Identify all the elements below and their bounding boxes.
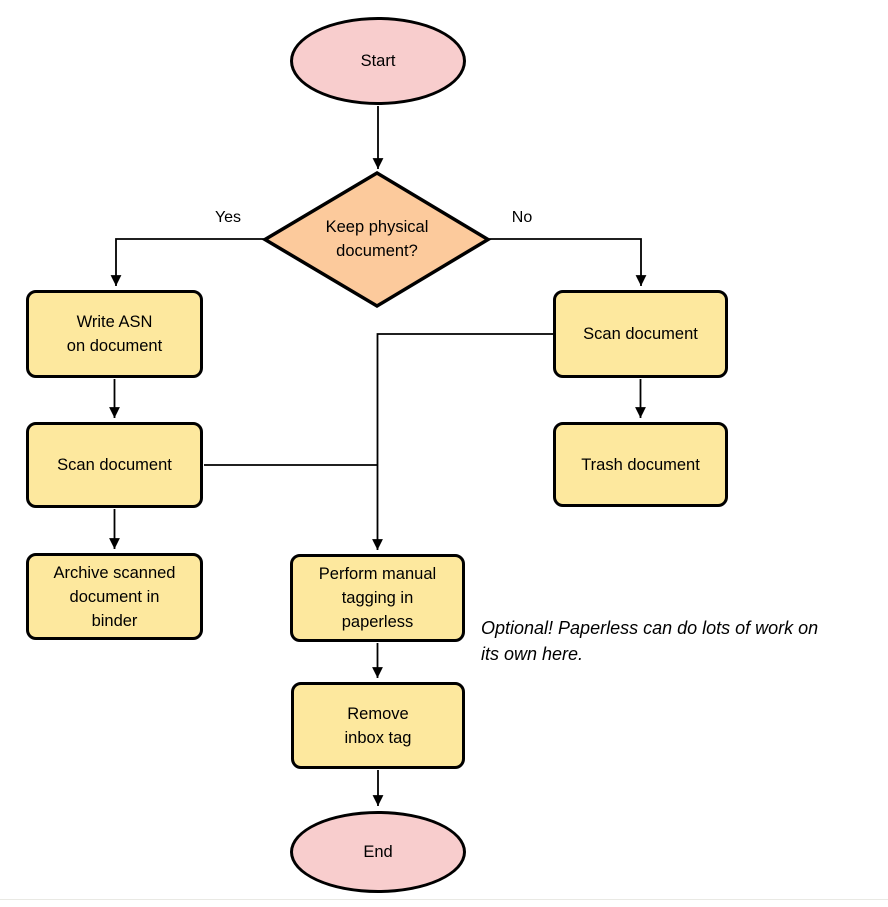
edge-label-no-text: No	[511, 209, 533, 226]
edge-label-no: No	[494, 209, 550, 227]
node-write-asn: Write ASN on document	[26, 290, 203, 378]
node-archive-binder: Archive scanned document in binder	[26, 553, 203, 640]
node-start: Start	[290, 17, 466, 105]
edge-decision-no	[488, 238, 647, 286]
node-trash-document: Trash document	[553, 422, 728, 507]
edge-scanright-to-tagging	[372, 333, 553, 550]
node-archive-binder-label: Archive scanned document in binder	[53, 563, 176, 630]
node-decision-text: Keep physical document?	[325, 218, 429, 260]
edge-label-yes-text: Yes	[214, 209, 242, 226]
node-remove-inbox-tag: Remove inbox tag	[291, 682, 465, 769]
node-manual-tagging-label: Perform manual tagging in paperless	[318, 565, 437, 631]
bottom-divider	[0, 899, 888, 900]
node-end: End	[290, 811, 466, 893]
note-optional: Optional! Paperless can do lots of work …	[481, 589, 888, 667]
edge-label-yes: Yes	[196, 209, 260, 227]
node-write-asn-label: Write ASN on document	[66, 313, 163, 355]
edge-decision-yes	[110, 238, 265, 286]
node-decision-label: Keep physical document?	[277, 199, 477, 279]
node-manual-tagging: Perform manual tagging in paperless	[290, 554, 465, 642]
node-remove-inbox-tag-label: Remove inbox tag	[344, 704, 412, 747]
node-scan-document-right-label: Scan document	[583, 325, 698, 343]
node-scan-document-left-label: Scan document	[57, 456, 172, 474]
note-optional-text: Optional! Paperless can do lots of work …	[481, 618, 819, 664]
node-scan-document-right: Scan document	[553, 290, 728, 378]
node-scan-document-left: Scan document	[26, 422, 203, 508]
node-trash-document-label: Trash document	[581, 455, 700, 474]
node-end-label: End	[363, 843, 393, 861]
node-decision-shape	[261, 170, 492, 309]
node-start-label: Start	[360, 52, 396, 70]
